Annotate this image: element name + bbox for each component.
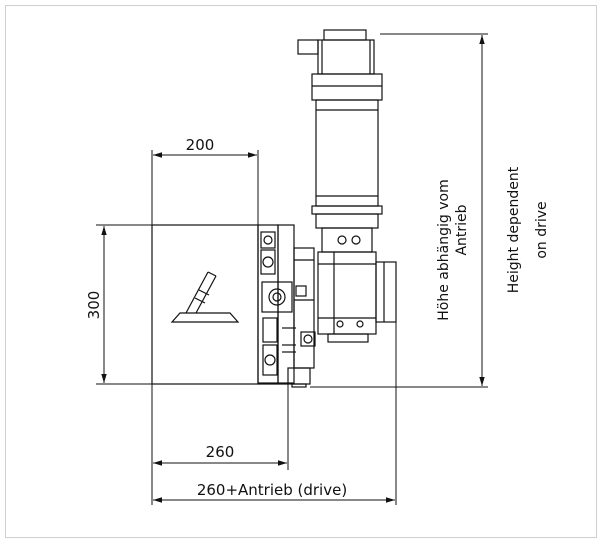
dimension-lines	[101, 35, 485, 503]
height-label-de-1: Höhe abhängig vom	[436, 179, 452, 320]
dimension-texts: 200 300 260 260+Antrieb (drive) Höhe abh…	[85, 136, 550, 499]
extension-lines	[96, 33, 488, 505]
machine-body	[151, 29, 397, 388]
drawing-frame	[5, 5, 597, 538]
dim-text-260: 260	[206, 443, 235, 461]
dim-text-200: 200	[186, 136, 215, 154]
height-label-de-2: Antrieb	[454, 204, 470, 255]
dim-text-300: 300	[85, 291, 103, 320]
height-label-en-2: on drive	[534, 201, 550, 258]
height-label-en-1: Height dependent	[506, 166, 522, 293]
dim-text-260-drive: 260+Antrieb (drive)	[197, 481, 347, 499]
